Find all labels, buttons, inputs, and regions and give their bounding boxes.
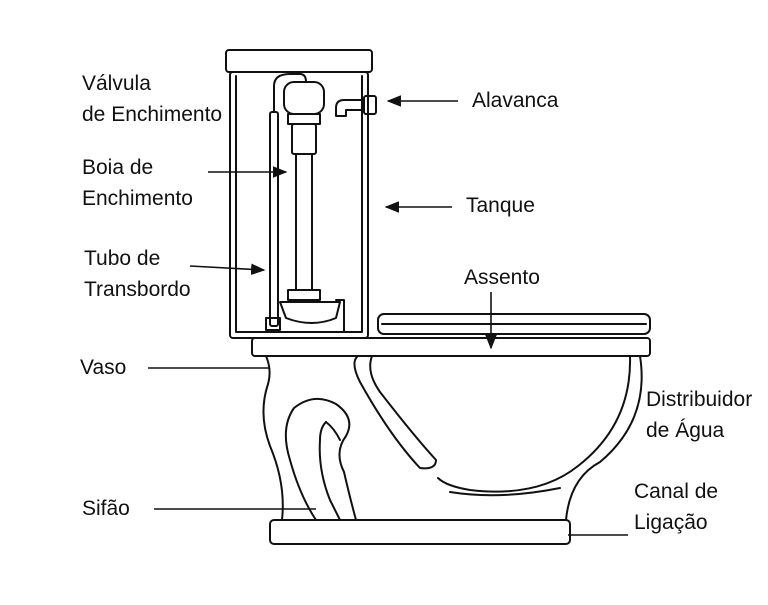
valve-seat	[265, 317, 281, 331]
fill-valve-refill-tube	[273, 73, 307, 113]
flush-valve-base	[287, 289, 321, 301]
fill-valve-cap	[287, 113, 321, 125]
lever	[335, 99, 365, 117]
label-assento: Assento	[464, 266, 540, 289]
bowl-water	[449, 487, 561, 497]
overflow-bracket	[335, 299, 345, 333]
fill-valve-shaft	[291, 123, 317, 155]
fill-float	[269, 111, 279, 327]
fill-valve-head	[283, 81, 325, 115]
tank-inner-wall	[235, 75, 363, 333]
trapway-bend	[325, 421, 341, 441]
bowl-rim	[251, 337, 651, 357]
tank	[229, 71, 369, 339]
bowl-base	[269, 519, 571, 545]
seat-lid	[377, 313, 651, 335]
lever-knob	[363, 95, 377, 115]
tank-lid	[225, 49, 373, 73]
label-sifao: Sifão	[82, 497, 130, 520]
arrow-tubo	[189, 263, 266, 276]
bowl-basin	[437, 355, 632, 493]
label-vaso: Vaso	[80, 356, 127, 379]
trapway-inner	[318, 421, 341, 521]
fill-valve-tube	[295, 153, 313, 291]
label-alavanca: Alavanca	[472, 89, 559, 112]
label-tanque: Tanque	[466, 194, 535, 217]
bowl-outer	[262, 355, 643, 521]
trapway	[284, 397, 357, 521]
bowl-inner	[353, 355, 437, 470]
flapper	[279, 301, 341, 324]
